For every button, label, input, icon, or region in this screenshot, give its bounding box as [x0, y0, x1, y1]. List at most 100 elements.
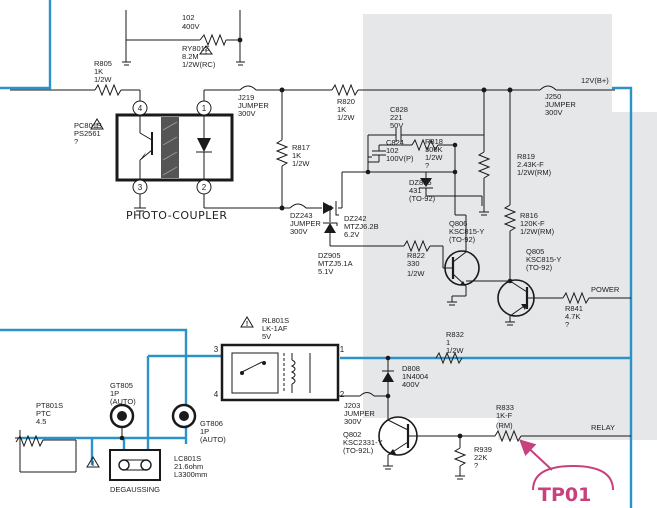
r816-rating: 1/2W(RM)	[520, 227, 555, 236]
warning-icon: !	[90, 118, 104, 130]
q805-package: (TO-92)	[526, 263, 553, 272]
pt801s-ptc	[15, 434, 44, 448]
j203-type: JUMPER	[344, 409, 375, 418]
dz242-value: MTZJ6.2B	[344, 222, 379, 231]
rl801s-ref: RL801S	[262, 316, 289, 325]
r822-resistor	[403, 239, 431, 253]
dz243-type: JUMPER	[290, 219, 321, 228]
dz905-zener	[324, 223, 336, 233]
lc801s-inductance: L3300mm	[174, 470, 207, 479]
r841-note: ?	[565, 320, 569, 329]
ry801s-rating: 1/2W(RC)	[182, 60, 216, 69]
r841-value: 4.7K	[565, 312, 580, 321]
relay-pin-2: 2	[340, 390, 345, 399]
r822-ref: R822	[407, 251, 425, 260]
r833-resistor	[494, 429, 522, 443]
warning-icon: !	[199, 45, 213, 56]
r832-resistor	[435, 351, 463, 365]
blue-wire-rail	[612, 86, 633, 508]
dz242-ref: DZ242	[344, 214, 367, 223]
c828-ref: C828	[390, 105, 408, 114]
r818-note: ?	[425, 161, 429, 170]
degaussing-coil	[109, 449, 161, 481]
q806-ref: Q806	[449, 219, 467, 228]
c828-voltage: 50V	[390, 121, 403, 130]
svg-text:!: !	[96, 123, 98, 130]
r816-resistor	[503, 204, 517, 232]
r832-rating: 1/2W	[446, 346, 464, 355]
svg-text:!: !	[246, 321, 248, 328]
gt806-ref: GT806	[200, 419, 223, 428]
j250-type: JUMPER	[545, 100, 576, 109]
c824-value: 102	[386, 146, 399, 155]
r817-ref: R817	[292, 143, 310, 152]
relay-pin-4: 4	[214, 390, 219, 399]
gt805-value: 1P	[110, 389, 119, 398]
r833-rating: (RM)	[496, 421, 513, 430]
blue-wire-left	[0, 0, 52, 90]
pt801s-type: PTC	[36, 409, 52, 418]
pc801s-ref: PC801S	[74, 121, 102, 130]
c824-ref: C824	[386, 138, 404, 147]
dz243-ref: DZ243	[290, 211, 313, 220]
r939-note: ?	[474, 461, 478, 470]
lc801s-value: 21.6ohm	[174, 462, 203, 471]
q802-package: (TO-92L)	[343, 446, 374, 455]
photo-coupler: 4 1 3 2 PHOTO-COUPLER	[115, 100, 234, 222]
r832-value: 1	[446, 338, 450, 347]
gt805-ref: GT805	[110, 381, 133, 390]
r819-value: 2.43K-F	[517, 160, 544, 169]
j219-jumper	[239, 85, 257, 91]
top-cap-voltage: 400V	[182, 22, 200, 31]
blue-wire-relay-1	[0, 328, 188, 444]
dz805-value: 431	[409, 186, 422, 195]
r817-rating: 1/2W	[292, 159, 310, 168]
dz805-package: (TO-92)	[409, 194, 436, 203]
gt805-terminal	[109, 403, 135, 429]
rail-label: 12V(B+)	[581, 76, 609, 85]
j219-value: 300V	[238, 109, 256, 118]
warning-icon: !	[240, 316, 254, 328]
r939-value: 22K	[474, 453, 487, 462]
r816-ref: R816	[520, 211, 538, 220]
warning-icon: !	[86, 456, 100, 468]
photo-coupler-label: PHOTO-COUPLER	[126, 209, 227, 222]
pt801s-value: 4.5	[36, 417, 46, 426]
lc801s-ref: LC801S	[174, 454, 201, 463]
dz243-jumper	[289, 203, 307, 209]
d808-ref: D808	[402, 364, 420, 373]
pc-pin-4: 4	[138, 104, 143, 113]
dz905-voltage: 5.1V	[318, 267, 333, 276]
gt806-terminal	[171, 403, 197, 429]
r805-rating: 1/2W	[94, 75, 112, 84]
dz805-regulator	[420, 178, 432, 187]
shaded-region	[363, 14, 657, 440]
gt805-note: (AUTO)	[110, 397, 136, 406]
r822-value: 330	[407, 259, 420, 268]
j203-jumper	[359, 392, 375, 397]
rl801s-part: LK-1AF	[262, 324, 288, 333]
r939-resistor	[453, 447, 467, 467]
r819-ref: R819	[517, 152, 535, 161]
r832-ref: R832	[446, 330, 464, 339]
relay-pin-3: 3	[214, 345, 219, 354]
r820-resistor	[331, 83, 359, 97]
dz243-value: 300V	[290, 227, 308, 236]
r805-value: 1K	[94, 67, 103, 76]
d808-part: 1N4004	[402, 372, 428, 381]
svg-text:!: !	[92, 461, 94, 468]
r805-resistor	[94, 83, 122, 97]
top-area: 102 400V RY801S 8.2M 1/2W(RC) !	[122, 10, 245, 69]
q802-ref: Q802	[343, 430, 361, 439]
q806-package: (TO-92)	[449, 235, 476, 244]
j203-value: 300V	[344, 417, 362, 426]
q802-part: KSC2331-Y	[343, 438, 383, 447]
r805-ref: R805	[94, 59, 112, 68]
dz805-ref: DZ805	[409, 178, 432, 187]
relay-pin-1: 1	[340, 345, 345, 354]
relay-label: RELAY	[591, 423, 615, 432]
q805-part: KSC815-Y	[526, 255, 561, 264]
svg-text:!: !	[205, 49, 207, 56]
j203-ref: J203	[344, 401, 360, 410]
